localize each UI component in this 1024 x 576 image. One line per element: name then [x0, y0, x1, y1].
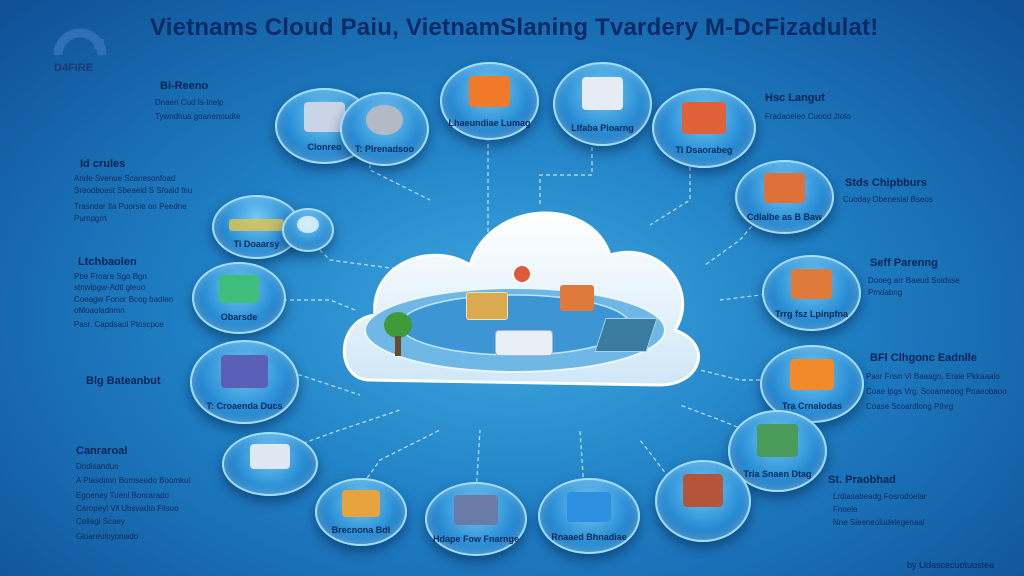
- cloud-item-tree-icon: [380, 312, 416, 356]
- node-top-5[interactable]: Ti Dsaorabeg: [652, 88, 756, 168]
- right-block-5-line: Lrdiasabeadg Fosrodoelar: [833, 492, 927, 501]
- left-block-5-line: Cellagl Scaey: [76, 517, 125, 526]
- right-block-3-line: Pmdabng: [868, 288, 903, 297]
- node-top-4[interactable]: Llfaba Pioarng: [553, 62, 652, 146]
- right-block-4-line: Coase Scoardlong Pthrg: [866, 402, 954, 411]
- cloud-item-factory-icon: [560, 285, 594, 311]
- central-cloud: [330, 180, 710, 415]
- right-block-4-line: Pasr Fnsn Vi Baaagn, Eraie Pkkaaalo: [866, 372, 1000, 381]
- left-block-1-line: Dnaen Cud Is-lnelp: [155, 98, 224, 107]
- left-block-4-heading: Blg Bateanbut: [86, 375, 161, 387]
- left-block-5-line: Egoeney Tuenl Bonrarado: [76, 491, 169, 500]
- cloud-item-globe-icon: [512, 264, 532, 284]
- left-block-5-line: Caropeyl Vil Ubsvadto Filsoo: [76, 504, 179, 513]
- cloud-item-machine-icon: [495, 330, 553, 356]
- right-block-4-line: Coae lpgs Vrg, Scoameoog Pnaeobaoo: [866, 387, 1007, 396]
- right-block-1-line: Fradaoeleo Cuood Jtoto: [765, 112, 851, 121]
- left-block-5-line: Dndisanduo: [76, 462, 119, 471]
- left-block-3-line: oMoaoladnmn: [74, 306, 125, 315]
- node-bottom-1[interactable]: [222, 432, 318, 496]
- left-block-2-line: Sraodboast Sbeaeid S Sfoald fnu: [74, 186, 193, 195]
- node-bottom-4[interactable]: Rnaaed Bhnadiae: [538, 478, 640, 554]
- left-block-5-line: Gloareuloypnwdo: [76, 532, 139, 541]
- node-top-2[interactable]: T: Plrenadsoo: [340, 92, 429, 166]
- left-block-2-heading: Id crules: [80, 158, 126, 170]
- right-block-5-heading: St. Praobhad: [828, 474, 896, 486]
- node-left-2[interactable]: Obarsde: [192, 262, 286, 334]
- right-block-4-heading: BFl Clhgonc Eadnlle: [870, 352, 977, 364]
- brand-logo: [50, 15, 120, 75]
- right-block-3-heading: Seff Parenng: [870, 257, 938, 269]
- left-block-1-heading: Bi-Reeno: [160, 80, 209, 92]
- node-left-1b: [282, 208, 334, 252]
- right-block-3-line: Dooeg arr Baeud Soidsse: [868, 276, 960, 285]
- left-block-5-line: A Ptasdimn Bomseedo Boomkul: [76, 476, 191, 485]
- footer-credit: by Lldascecuotuostea: [906, 560, 994, 570]
- cloud-item-server-icon: [466, 292, 508, 320]
- right-block-2-heading: Stds Chipbburs: [845, 177, 927, 189]
- node-right-4[interactable]: Tria Snaen Dtag: [728, 410, 827, 492]
- left-block-2-line: Ande Svenue Scanesonfoad: [74, 174, 176, 183]
- right-block-2-line: Cuoday Dbenesial Bseos: [843, 195, 933, 204]
- left-block-3-line: Coeagw Fonor Bcog badlen: [74, 295, 174, 304]
- node-top-3[interactable]: Lhaeundiae Lumag: [440, 62, 539, 140]
- left-block-3-line: Pbe Froare Sgo Bgn: [74, 272, 147, 281]
- left-block-5-heading: Canraroal: [76, 445, 128, 457]
- left-block-3-line: Pasr. Capdsaol Ptoscpoe: [74, 320, 164, 329]
- node-bottom-2[interactable]: Brecnona Bdl: [315, 478, 407, 546]
- cloud-item-circuit-board-icon: [594, 318, 658, 352]
- logo-text: D4FIRE: [54, 62, 94, 74]
- node-right-1[interactable]: Cdlalbe as B Baw: [735, 160, 834, 234]
- right-block-5-line: Nne Sieeneoludelegenaal: [833, 518, 925, 527]
- page-title: Vietnams Cloud Paiu, VietnamSlaning Tvar…: [150, 14, 879, 41]
- left-block-2-line: Pumpgrrt: [74, 214, 107, 223]
- left-block-3-heading: Ltchbaolen: [78, 256, 137, 268]
- node-bottom-5[interactable]: [655, 460, 751, 542]
- node-bottom-3[interactable]: Hdape Fow Fnarnge: [425, 482, 527, 556]
- node-left-3[interactable]: T: Croaenda Ducs: [190, 340, 299, 424]
- left-block-3-line: stnwlpgw-Adtl gleuo: [74, 283, 146, 292]
- left-block-1-line: Tywndhua goanenoudte: [155, 112, 241, 121]
- right-block-5-line: Fnoele: [833, 505, 858, 514]
- node-right-2[interactable]: Trrg fsz Lpinpfna: [762, 255, 861, 331]
- left-block-2-line: Trasnder Ila Puorsie on Peedne: [74, 202, 187, 211]
- right-block-1-heading: Hsc Langut: [765, 92, 825, 104]
